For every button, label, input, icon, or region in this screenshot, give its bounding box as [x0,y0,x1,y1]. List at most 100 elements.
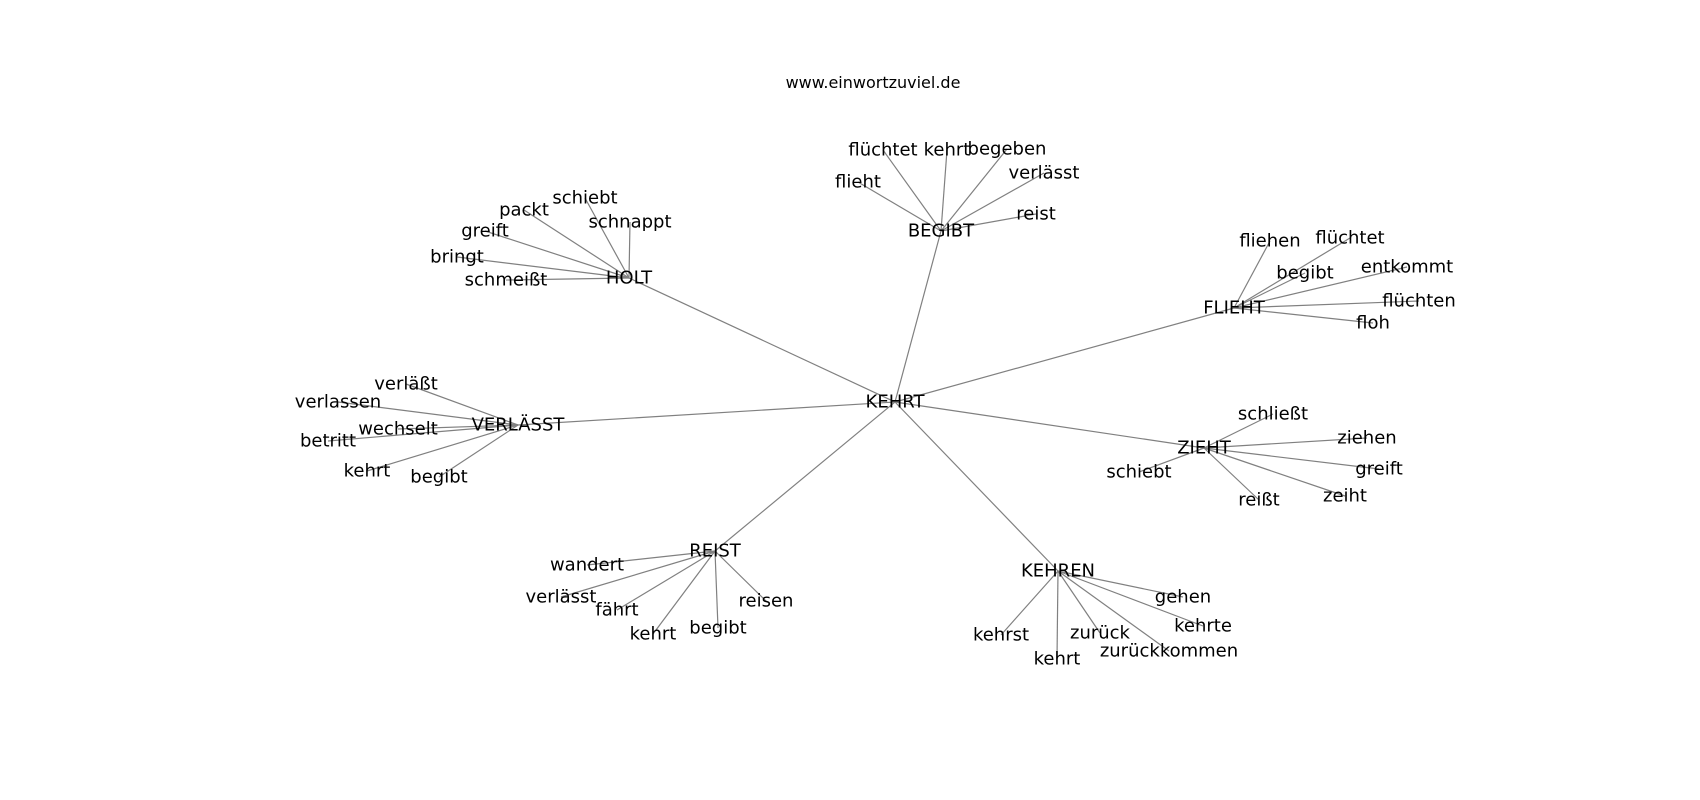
leaf-node-label: reisen [739,591,794,612]
leaf-node-label: schnappt [588,212,671,233]
edge-hub-leaf [616,550,716,611]
edge-hub-leaf [584,197,630,279]
edge-hub-leaf [652,550,716,635]
edge-hub-leaf [1233,240,1271,309]
edge-hub-leaf [940,148,1008,232]
edge-hub-leaf [1203,437,1368,449]
edges-layer [327,148,1420,660]
edge-root-hub [894,401,1205,449]
root-node-label: KEHRT [866,392,926,413]
edge-root-hub [517,401,896,426]
hub-node-label: REIST [689,541,742,562]
leaf-node-label: reißt [1238,490,1279,511]
edge-root-hub [894,307,1235,403]
leaf-node-label: begibt [689,618,746,639]
leaf-node-label: greift [1355,459,1403,480]
leaf-node-label: floh [1356,313,1390,334]
edge-hub-leaf [714,550,767,602]
edge-hub-leaf [1057,570,1170,652]
leaf-node-label: flüchtet [848,140,917,161]
edge-hub-leaf [1233,266,1408,309]
edge-hub-leaf [337,401,519,426]
leaf-node-label: wandert [550,555,624,576]
edge-hub-leaf [438,424,519,478]
edge-hub-leaf [366,424,519,472]
edge-hub-leaf [1056,570,1059,660]
hub-node-label: BEGIBT [908,221,975,242]
leaf-node-label: kehrt [344,461,391,482]
hub-node-label: ZIEHT [1177,438,1232,459]
leaf-node-label: entkommt [1361,257,1453,278]
leaf-node-label: flüchtet [1315,228,1384,249]
edge-hub-leaf [456,256,630,279]
edge-hub-leaf [1203,413,1274,449]
leaf-node-label: packt [499,200,549,221]
edge-hub-leaf [1057,570,1101,634]
leaf-node-label: gehen [1155,587,1211,608]
leaf-node-label: flieht [835,172,881,193]
edge-hub-leaf [1203,447,1260,501]
edge-hub-leaf [940,149,948,232]
hub-node-label: VERLÄSST [472,415,566,436]
leaf-node-label: zurückkommen [1100,641,1238,662]
edge-hub-leaf [397,424,519,430]
leaf-node-label: kehrte [1174,616,1232,637]
hub-node-label: KEHREN [1021,561,1095,582]
edge-hub-leaf [405,383,519,426]
leaf-node-label: begeben [968,139,1047,160]
leaf-node-label: zeiht [1323,486,1367,507]
edge-hub-leaf [586,550,716,566]
leaf-node-label: zurück [1070,623,1131,644]
leaf-node-label: schmeißt [465,270,548,291]
leaf-node-label: verlassen [295,392,381,413]
edge-hub-leaf [560,550,716,598]
leaf-node-label: kehrt [924,140,971,161]
leaf-node-label: verlässt [1009,163,1080,184]
site-title: www.einwortzuviel.de [786,73,961,92]
edge-hub-leaf [857,181,942,232]
leaf-node-label: schließt [1238,404,1308,425]
hub-node-label: HOLT [606,268,653,289]
edge-root-hub [714,401,896,552]
leaf-node-label: ziehen [1337,428,1396,449]
edge-hub-leaf [1057,570,1184,598]
edge-hub-leaf [940,172,1045,232]
leaf-node-label: fährt [595,600,638,621]
leaf-node-label: kehrst [973,625,1029,646]
leaf-node-label: flüchten [1382,291,1456,312]
edge-hub-leaf [327,424,519,442]
leaf-node-label: wechselt [358,419,438,440]
leaf-node-label: kehrt [1034,649,1081,670]
edge-hub-leaf [1233,272,1306,309]
edge-hub-leaf [1233,237,1351,309]
leaf-node-label: kehrt [630,624,677,645]
leaf-node-label: reist [1016,204,1056,225]
edge-root-hub [894,230,942,403]
edge-hub-leaf [714,550,719,629]
edge-hub-leaf [628,221,631,279]
edge-hub-leaf [1057,570,1204,627]
leaf-node-label: schiebt [552,188,617,209]
leaf-node-label: verläßt [374,374,438,395]
leaf-node-label: greift [461,221,509,242]
leaf-node-label: betritt [300,431,356,452]
edge-root-hub [894,401,1059,572]
leaf-node-label: begibt [1276,263,1333,284]
edge-hub-leaf [523,209,630,279]
edge-hub-leaf [505,277,630,281]
leaf-node-label: verlässt [526,587,597,608]
leaf-node-label: bringt [430,247,484,268]
hub-node-label: FLIEHT [1203,298,1266,319]
edge-hub-leaf [1233,307,1374,324]
edge-hub-leaf [1233,300,1420,309]
edge-hub-leaf [1203,447,1380,470]
leaf-node-label: schiebt [1106,462,1171,483]
edge-hub-leaf [1138,447,1205,473]
leaf-node-label: begibt [410,467,467,488]
edge-hub-leaf [1000,570,1059,636]
edge-hub-leaf [882,149,942,232]
edge-root-hub [628,277,896,403]
edge-hub-leaf [484,230,630,279]
